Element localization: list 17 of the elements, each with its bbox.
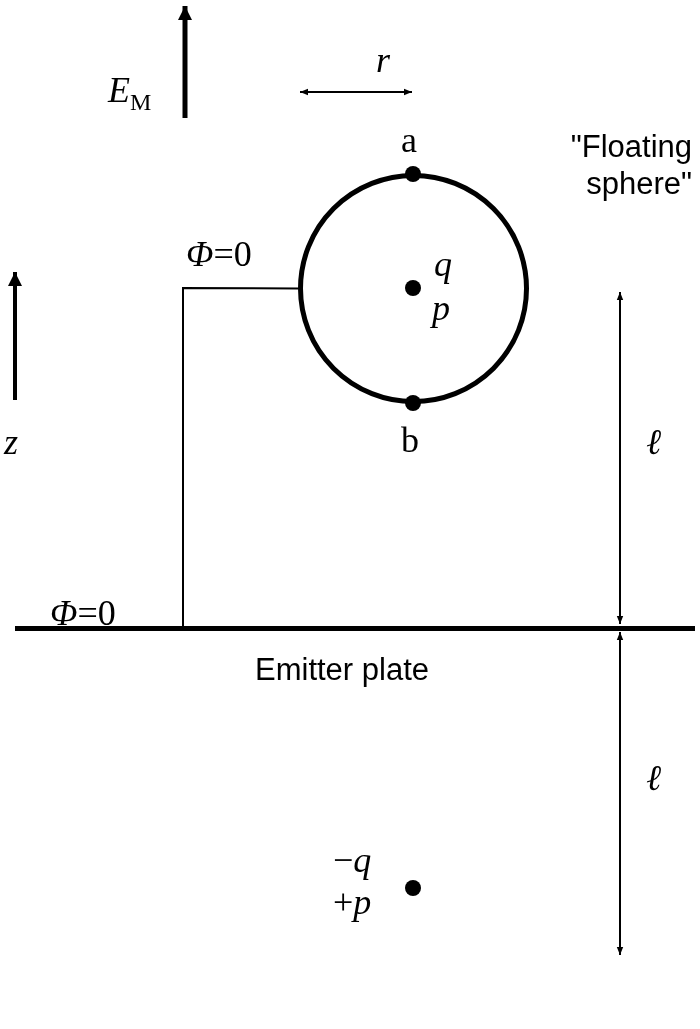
symbol-label: ℓ <box>646 424 661 460</box>
wire <box>182 287 299 627</box>
symbol-label: +p <box>333 884 372 920</box>
symbol-label: Φ=0 <box>50 595 116 631</box>
symbol-label: a <box>401 122 417 158</box>
symbol-label: Φ=0 <box>186 236 252 272</box>
symbol-label: b <box>401 422 419 458</box>
symbol-label: E$_{M}$ <box>108 72 152 115</box>
plate-label: Emitter plate <box>255 652 429 688</box>
symbol-label: q <box>434 246 452 282</box>
sphere-caption: "Floating sphere" <box>569 128 692 203</box>
symbol-label: z <box>4 424 18 460</box>
symbol-label: p <box>432 290 450 326</box>
symbol-label: r <box>376 42 390 78</box>
symbol-label: −q <box>333 842 372 878</box>
sphere-outline <box>298 173 529 404</box>
symbol-label: ℓ <box>646 760 661 796</box>
